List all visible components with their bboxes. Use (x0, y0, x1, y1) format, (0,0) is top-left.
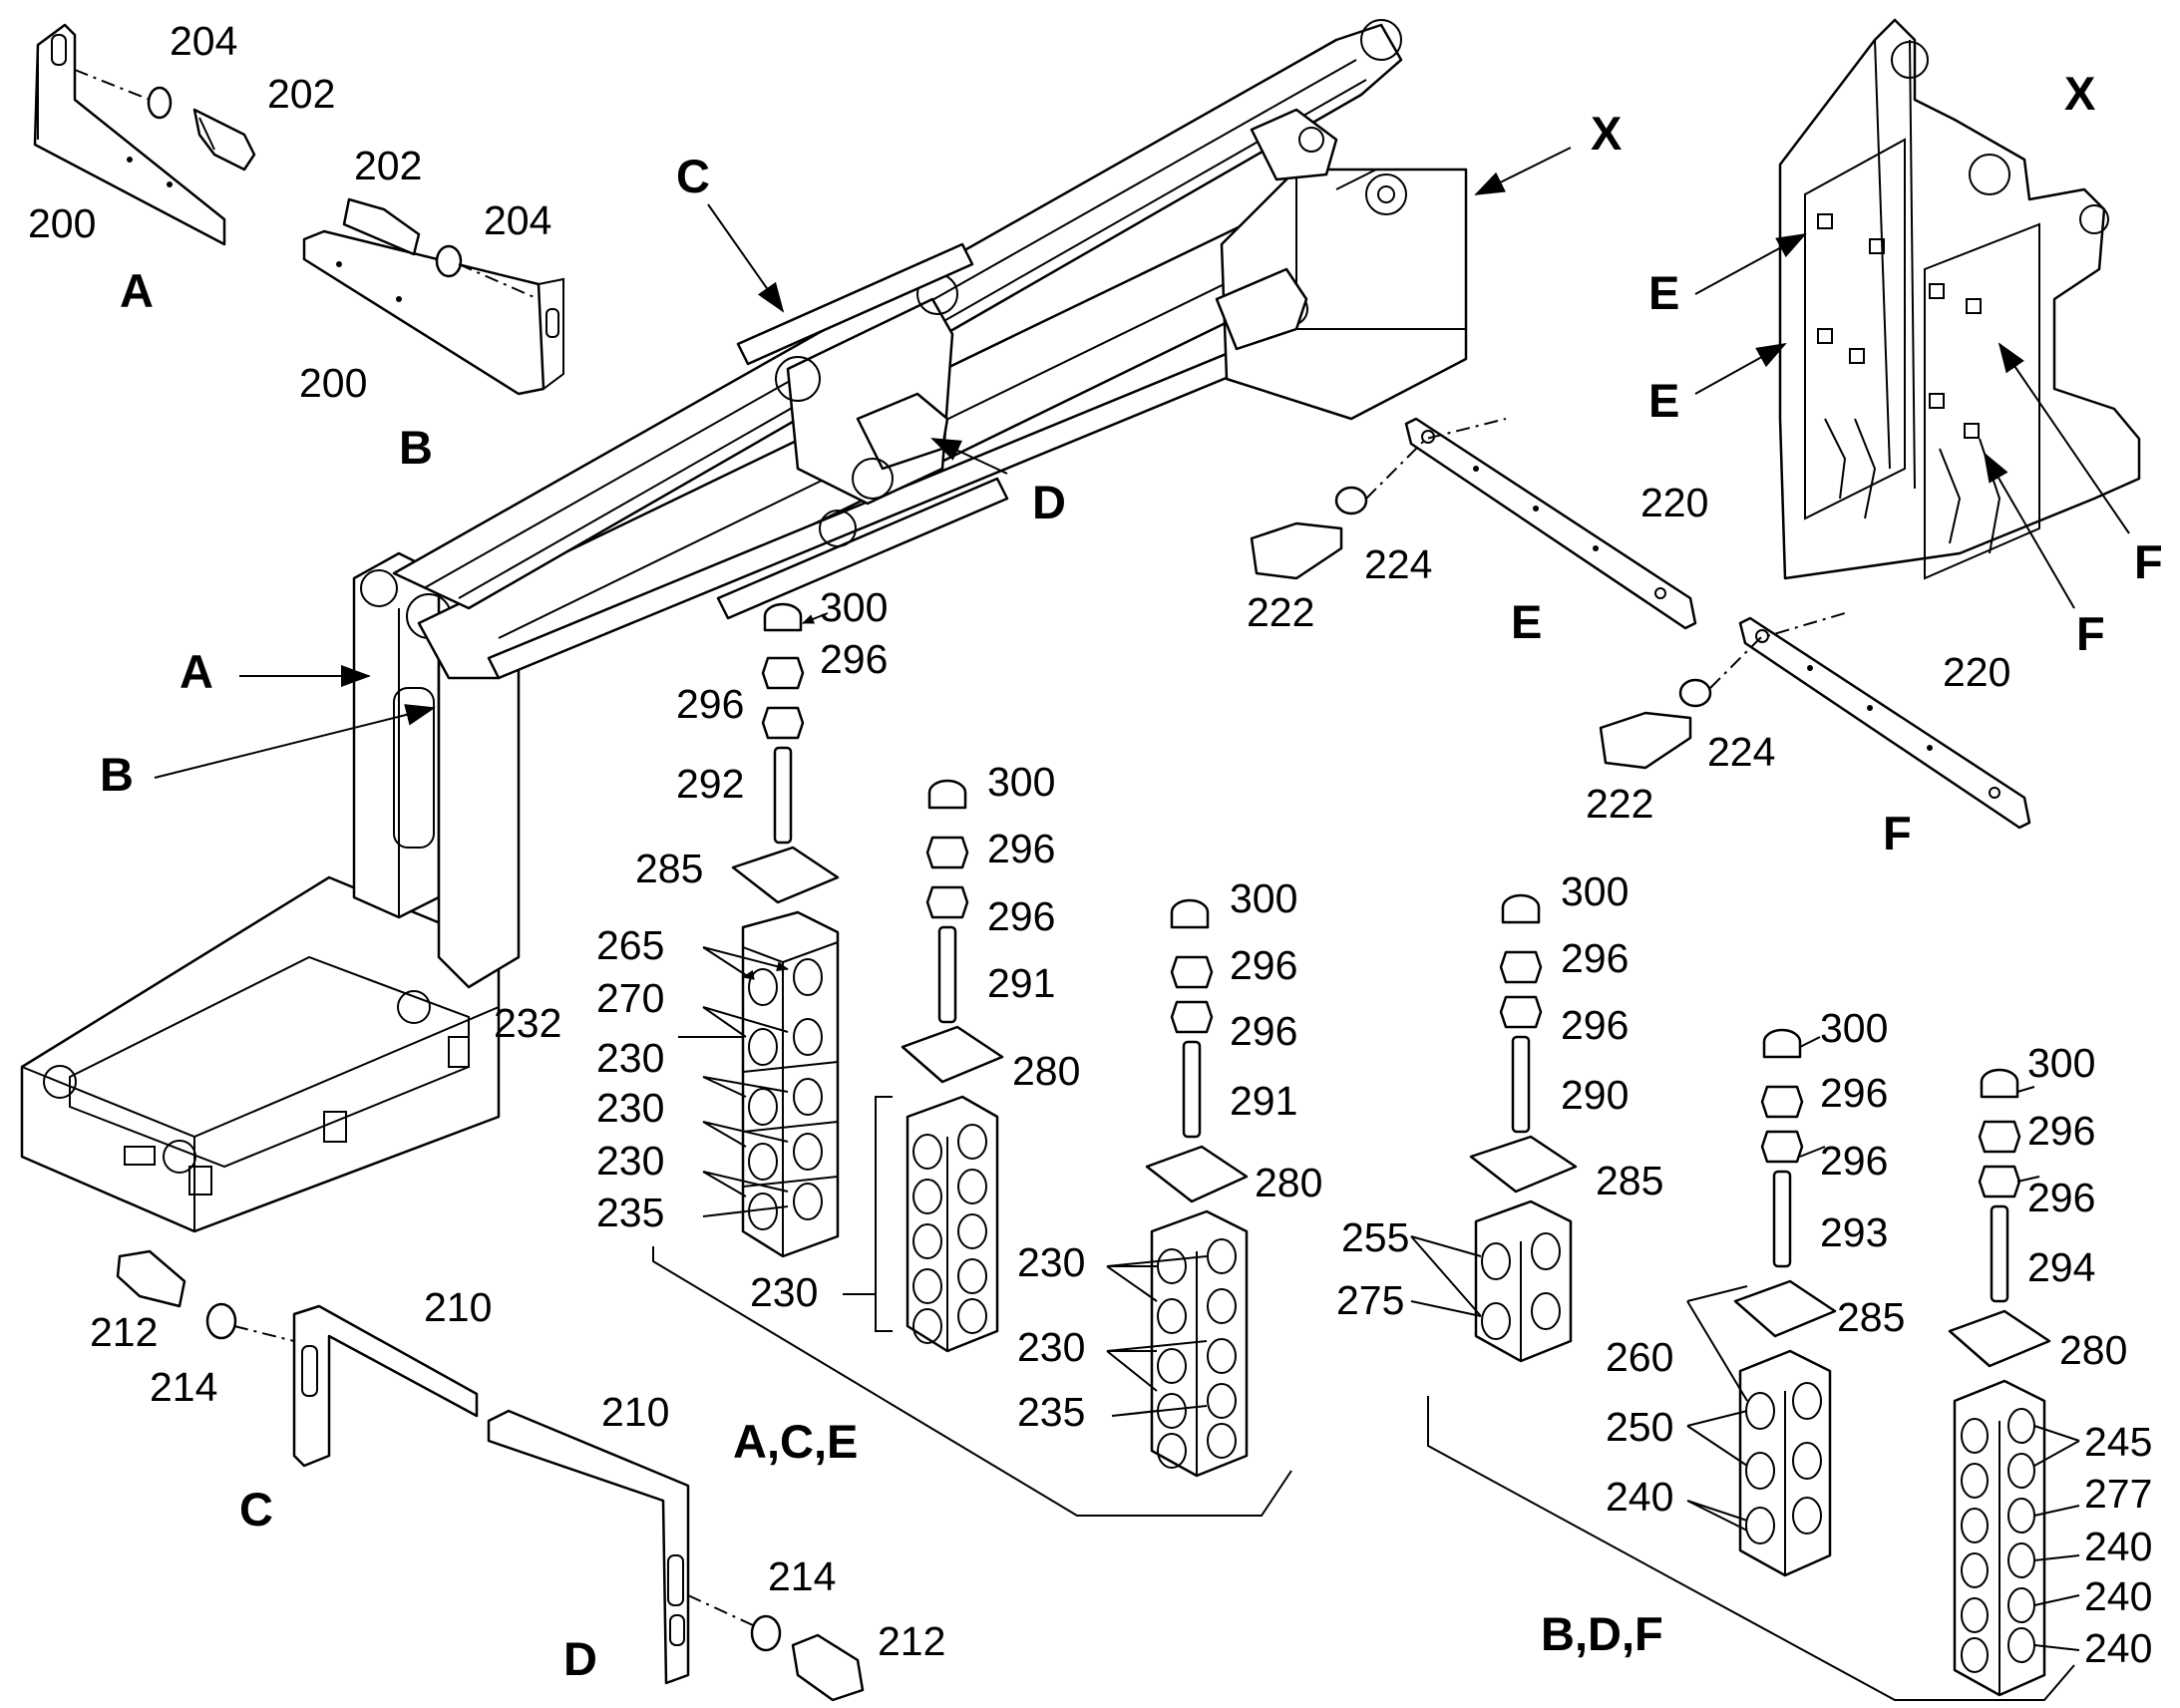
label-300: 300 (1230, 875, 1297, 921)
label-230: 230 (596, 1138, 664, 1184)
label-290: 290 (1561, 1072, 1629, 1118)
label-296: 296 (820, 636, 888, 682)
label-296: 296 (987, 826, 1055, 871)
view-letter-x: X (1591, 107, 1622, 160)
label-230: 230 (750, 1269, 818, 1315)
view-letter-f: F (1883, 807, 1912, 859)
label-270: 270 (596, 975, 664, 1021)
boom-assembly (20, 19, 1468, 1233)
label-292: 292 (676, 761, 744, 807)
view-letter-x: X (2064, 67, 2095, 120)
label-202: 202 (354, 143, 422, 188)
label-230: 230 (1017, 1324, 1085, 1370)
label-296: 296 (2027, 1108, 2095, 1154)
label-230: 230 (596, 1085, 664, 1131)
label-277: 277 (2084, 1471, 2152, 1517)
label-285: 285 (1837, 1294, 1905, 1340)
label-300: 300 (1820, 1005, 1888, 1051)
label-300: 300 (987, 759, 1055, 805)
view-letter-c: C (676, 150, 710, 202)
label-293: 293 (1820, 1209, 1888, 1255)
label-204: 204 (170, 18, 237, 64)
label-300: 300 (820, 584, 888, 630)
label-296: 296 (1230, 1008, 1297, 1054)
clamp-stacks (731, 602, 2051, 1697)
brackets-group (33, 23, 2031, 1702)
label-250: 250 (1606, 1404, 1673, 1450)
label-232: 232 (494, 1000, 561, 1046)
label-214: 214 (768, 1553, 836, 1599)
label-296: 296 (1820, 1070, 1888, 1116)
center-lines (74, 69, 1846, 1626)
label-240: 240 (2084, 1524, 2152, 1569)
label-240: 240 (1606, 1474, 1673, 1520)
label-230: 230 (1017, 1239, 1085, 1285)
label-291: 291 (1230, 1078, 1297, 1124)
label-260: 260 (1606, 1334, 1673, 1380)
label-275: 275 (1336, 1277, 1404, 1323)
label-285: 285 (635, 846, 703, 891)
view-letter-f: F (2134, 535, 2163, 588)
label-240: 240 (2084, 1573, 2152, 1619)
label-291: 291 (987, 960, 1055, 1006)
label-280: 280 (2059, 1327, 2127, 1373)
label-296: 296 (1230, 942, 1297, 988)
group-label-bdf: B,D,F (1541, 1607, 1663, 1660)
view-letter-e: E (1648, 266, 1679, 319)
label-300: 300 (2027, 1040, 2095, 1086)
view-letter-d: D (563, 1632, 597, 1685)
leader-arrows (154, 147, 2130, 1651)
label-202: 202 (267, 71, 335, 117)
label-296: 296 (1561, 935, 1629, 981)
label-296: 296 (2027, 1175, 2095, 1220)
label-212: 212 (878, 1618, 945, 1664)
label-280: 280 (1255, 1160, 1322, 1205)
view-letter-a: A (120, 264, 154, 317)
group-lines (652, 1096, 2075, 1701)
label-222: 222 (1586, 781, 1653, 827)
label-296: 296 (987, 893, 1055, 939)
label-220: 220 (1943, 649, 2010, 695)
label-235: 235 (596, 1190, 664, 1235)
label-285: 285 (1596, 1158, 1663, 1203)
label-265: 265 (596, 922, 664, 968)
detail-x-bracket (1778, 18, 2141, 580)
label-245: 245 (2084, 1419, 2152, 1465)
label-222: 222 (1247, 589, 1314, 635)
view-letter-e: E (1511, 595, 1542, 648)
view-letter-a: A (180, 645, 213, 698)
label-300: 300 (1561, 868, 1629, 914)
label-200: 200 (299, 360, 367, 406)
label-220: 220 (1640, 480, 1708, 525)
view-letter-b: B (100, 748, 134, 801)
label-200: 200 (28, 200, 96, 246)
label-204: 204 (484, 197, 551, 243)
label-210: 210 (601, 1389, 669, 1435)
label-214: 214 (150, 1364, 217, 1410)
view-letter-e: E (1648, 374, 1679, 427)
view-letter-f: F (2076, 607, 2105, 660)
group-label-ace: A,C,E (733, 1415, 858, 1468)
callout-labels: 204 202 200 A 202 204 200 B C X D A B 30… (28, 18, 2163, 1685)
label-230: 230 (596, 1035, 664, 1081)
label-212: 212 (90, 1309, 158, 1355)
label-280: 280 (1012, 1048, 1080, 1094)
label-224: 224 (1707, 729, 1775, 775)
label-224: 224 (1364, 541, 1432, 587)
view-letter-d: D (1032, 476, 1066, 528)
label-235: 235 (1017, 1389, 1085, 1435)
label-210: 210 (424, 1284, 492, 1330)
label-296: 296 (1561, 1002, 1629, 1048)
view-letter-b: B (399, 421, 433, 474)
label-294: 294 (2027, 1244, 2095, 1290)
label-296: 296 (1820, 1138, 1888, 1184)
view-letter-c: C (239, 1483, 273, 1536)
label-296: 296 (676, 681, 744, 727)
label-255: 255 (1341, 1214, 1409, 1260)
label-240: 240 (2084, 1625, 2152, 1671)
